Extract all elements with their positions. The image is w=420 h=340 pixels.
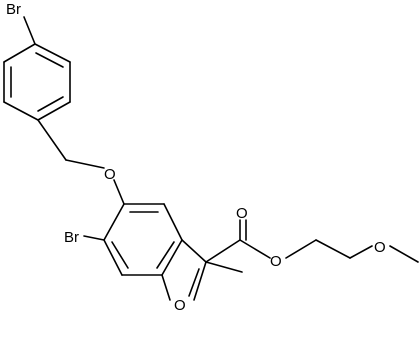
atom-o-furan: O — [174, 297, 186, 314]
atom-br-top: Br — [6, 1, 21, 18]
bond — [3, 101, 39, 121]
atom-o-carbonyl: O — [236, 205, 248, 222]
bond — [37, 119, 67, 161]
bonds — [3, 16, 419, 301]
bond — [103, 239, 123, 276]
bond — [389, 245, 419, 263]
bond — [113, 179, 125, 205]
atom-o-ester: O — [270, 253, 282, 270]
bond — [205, 261, 243, 273]
bond — [3, 43, 36, 63]
bond — [83, 235, 105, 241]
atom-labels: Br O Br O O O O — [6, 1, 386, 314]
bond — [37, 96, 64, 112]
bond-br1-ring — [23, 16, 36, 45]
bond — [181, 239, 207, 263]
atom-o-ether: O — [104, 166, 116, 183]
bond — [103, 203, 125, 241]
bond — [37, 101, 71, 121]
bond — [34, 43, 71, 63]
bond — [349, 245, 373, 259]
bond — [65, 159, 105, 169]
atom-o-methoxy: O — [374, 239, 386, 256]
bond — [161, 274, 171, 301]
bond — [163, 203, 183, 241]
bond — [315, 239, 351, 259]
bond — [188, 268, 200, 297]
atom-br-ring: Br — [64, 229, 79, 246]
bond — [285, 239, 317, 259]
bond — [35, 52, 64, 68]
bond — [205, 239, 241, 263]
bond — [161, 239, 183, 276]
bond — [111, 241, 129, 269]
bond — [193, 261, 207, 301]
bond — [156, 241, 175, 269]
bond — [239, 239, 271, 259]
